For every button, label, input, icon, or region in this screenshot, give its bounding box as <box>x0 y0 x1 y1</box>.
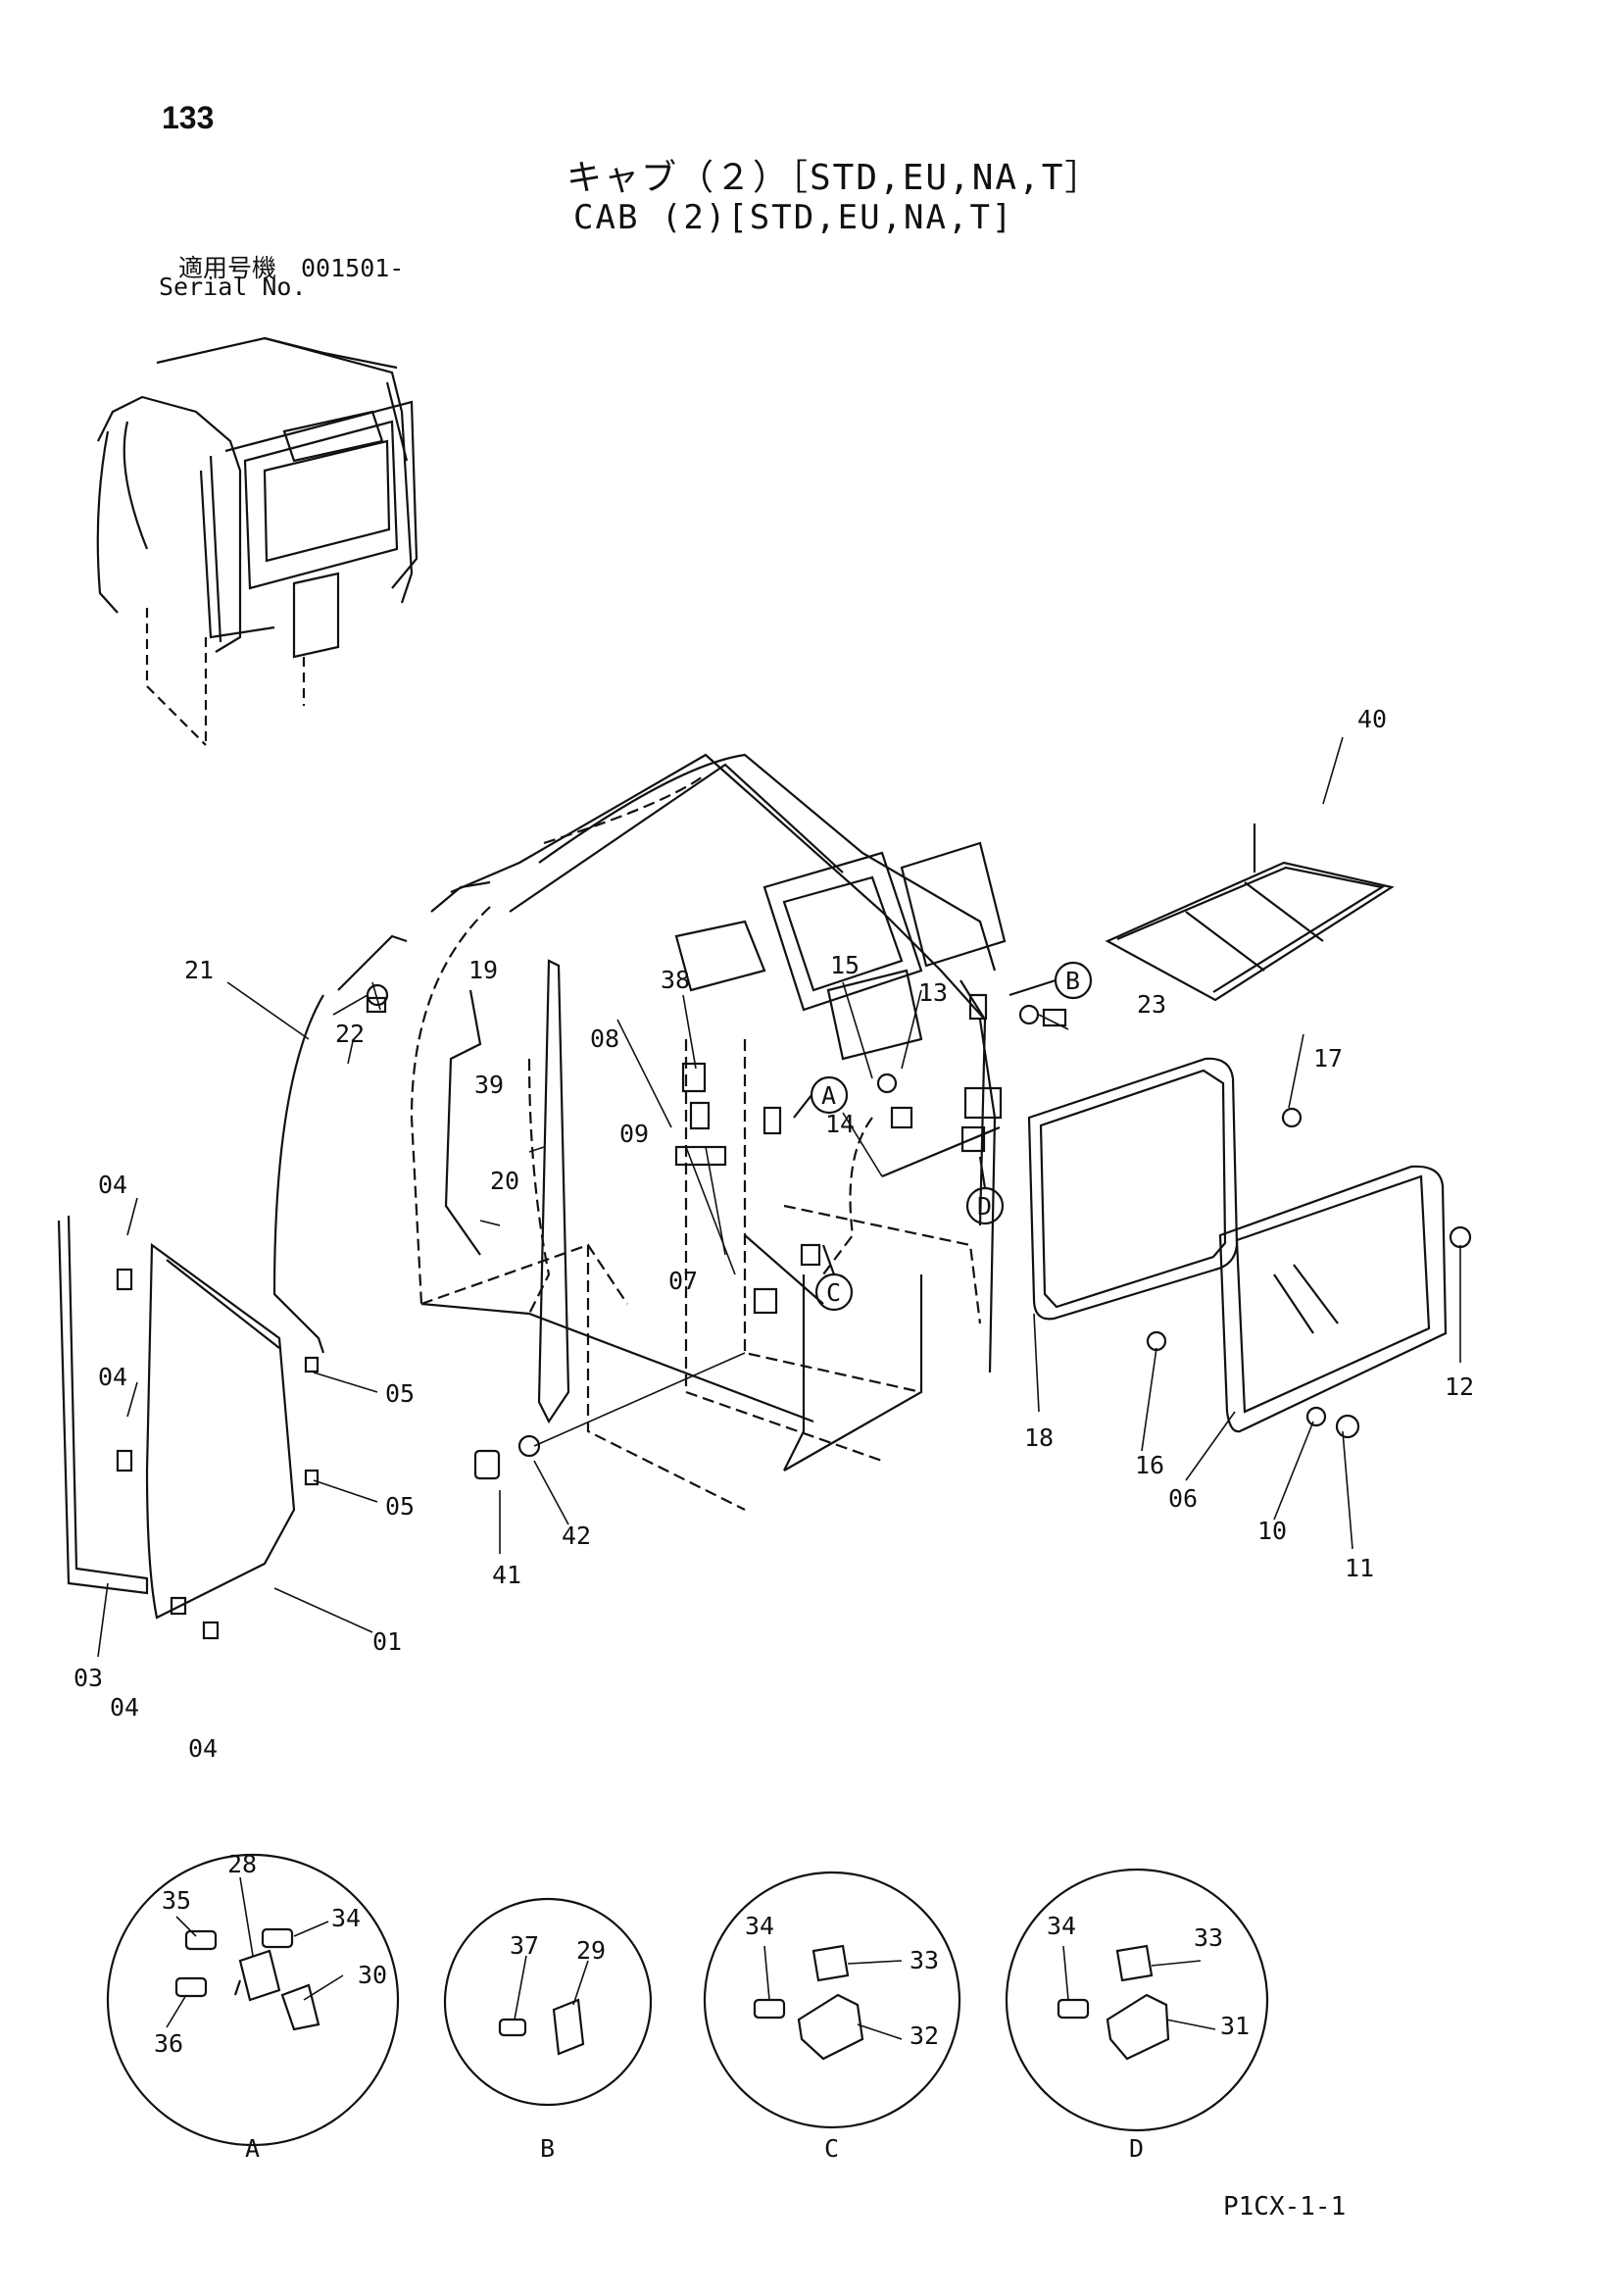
door-panel-01 <box>145 1242 296 1620</box>
handrail-21 <box>272 934 408 1354</box>
part-label: 04 <box>188 1734 218 1763</box>
serial-label-japanese: 適用号機 001501- <box>178 254 405 282</box>
handrail-19 <box>444 989 482 1256</box>
detail-label-b: B <box>540 2134 555 2163</box>
detail-leader-lines <box>166 1876 1216 2040</box>
part-label: 19 <box>468 956 498 984</box>
detail-view-labels: A B C D <box>245 2134 1144 2163</box>
part-label: 31 <box>1220 2012 1250 2040</box>
callout-d: D <box>977 1192 992 1221</box>
detail-c-parts <box>753 1944 864 2061</box>
detail-circles <box>106 1853 1269 2147</box>
part-label: 04 <box>110 1693 139 1722</box>
part-label: 34 <box>1047 1912 1076 1940</box>
part-label: 17 <box>1313 1044 1343 1073</box>
callout-b: B <box>1065 967 1080 995</box>
main-cab-frame <box>410 753 1007 1511</box>
part-label: 41 <box>492 1561 521 1589</box>
part-label: 23 <box>1137 990 1166 1019</box>
part-label: 12 <box>1445 1373 1474 1401</box>
part-label: 21 <box>184 956 214 984</box>
part-label: 04 <box>98 1363 127 1391</box>
overview-cab <box>96 336 418 746</box>
part-label: 01 <box>372 1627 402 1656</box>
page-number: 133 <box>162 100 215 135</box>
callout-c: C <box>826 1278 841 1307</box>
part-label: 33 <box>910 1946 939 1974</box>
drawing-code: P1CX-1-1 <box>1223 2192 1347 2221</box>
detail-label-c: C <box>824 2134 839 2163</box>
detail-label-a: A <box>245 2134 260 2163</box>
part-label: 09 <box>619 1120 649 1148</box>
part-label: 03 <box>74 1664 103 1692</box>
part-label: 33 <box>1194 1923 1223 1952</box>
part-label: 05 <box>385 1492 415 1521</box>
part-label: 08 <box>590 1024 619 1053</box>
part-label: 39 <box>474 1071 504 1099</box>
part-label: 28 <box>227 1850 257 1878</box>
detail-d-parts <box>1057 1944 1170 2061</box>
part-label: 20 <box>490 1167 519 1195</box>
detail-label-d: D <box>1129 2134 1144 2163</box>
part-label: 16 <box>1135 1451 1164 1479</box>
callout-letters: A B C D <box>821 967 1080 1307</box>
part-label: 38 <box>661 966 690 994</box>
title-japanese: キャブ（２）［STD,EU,NA,T］ <box>566 158 1103 198</box>
part-number-labels: 40 21 19 38 15 13 23 22 08 39 17 04 20 0… <box>74 705 1474 2058</box>
part-label: 10 <box>1257 1517 1287 1545</box>
small-parts <box>116 983 1472 1640</box>
part-40-mat <box>1105 824 1395 1002</box>
detail-a-parts <box>174 1927 320 2031</box>
seal-strip-03 <box>57 1215 149 1595</box>
part-label: 34 <box>745 1912 774 1940</box>
part-label: 30 <box>358 1961 387 1989</box>
part-label: 18 <box>1024 1423 1054 1452</box>
part-label: 36 <box>154 2029 183 2058</box>
rail-39 <box>537 959 570 1424</box>
part-label: 37 <box>510 1931 539 1960</box>
part-label: 42 <box>562 1522 591 1550</box>
part-label: 22 <box>335 1020 365 1048</box>
title-english: CAB (2)[STD,EU,NA,T] <box>573 198 1014 237</box>
callout-a: A <box>821 1081 836 1110</box>
part-label: 35 <box>162 1886 191 1915</box>
serial-label-english: Serial No. <box>159 273 307 301</box>
part-label: 34 <box>331 1904 361 1932</box>
detail-b-parts <box>498 1998 585 2056</box>
callout-markers <box>793 961 1093 1312</box>
part-label: 06 <box>1168 1484 1198 1513</box>
window-glass-06 <box>1218 1165 1448 1433</box>
part-label: 14 <box>825 1110 855 1138</box>
part-label: 15 <box>830 951 860 979</box>
part-label: 07 <box>668 1267 698 1295</box>
part-label: 29 <box>576 1936 606 1965</box>
part-label: 13 <box>918 978 948 1007</box>
part-label: 05 <box>385 1379 415 1408</box>
part-label: 04 <box>98 1171 127 1199</box>
window-seal-18 <box>1027 1057 1239 1321</box>
part-label: 32 <box>910 2021 939 2050</box>
part-label: 11 <box>1345 1554 1374 1582</box>
part-label: 40 <box>1357 705 1387 733</box>
